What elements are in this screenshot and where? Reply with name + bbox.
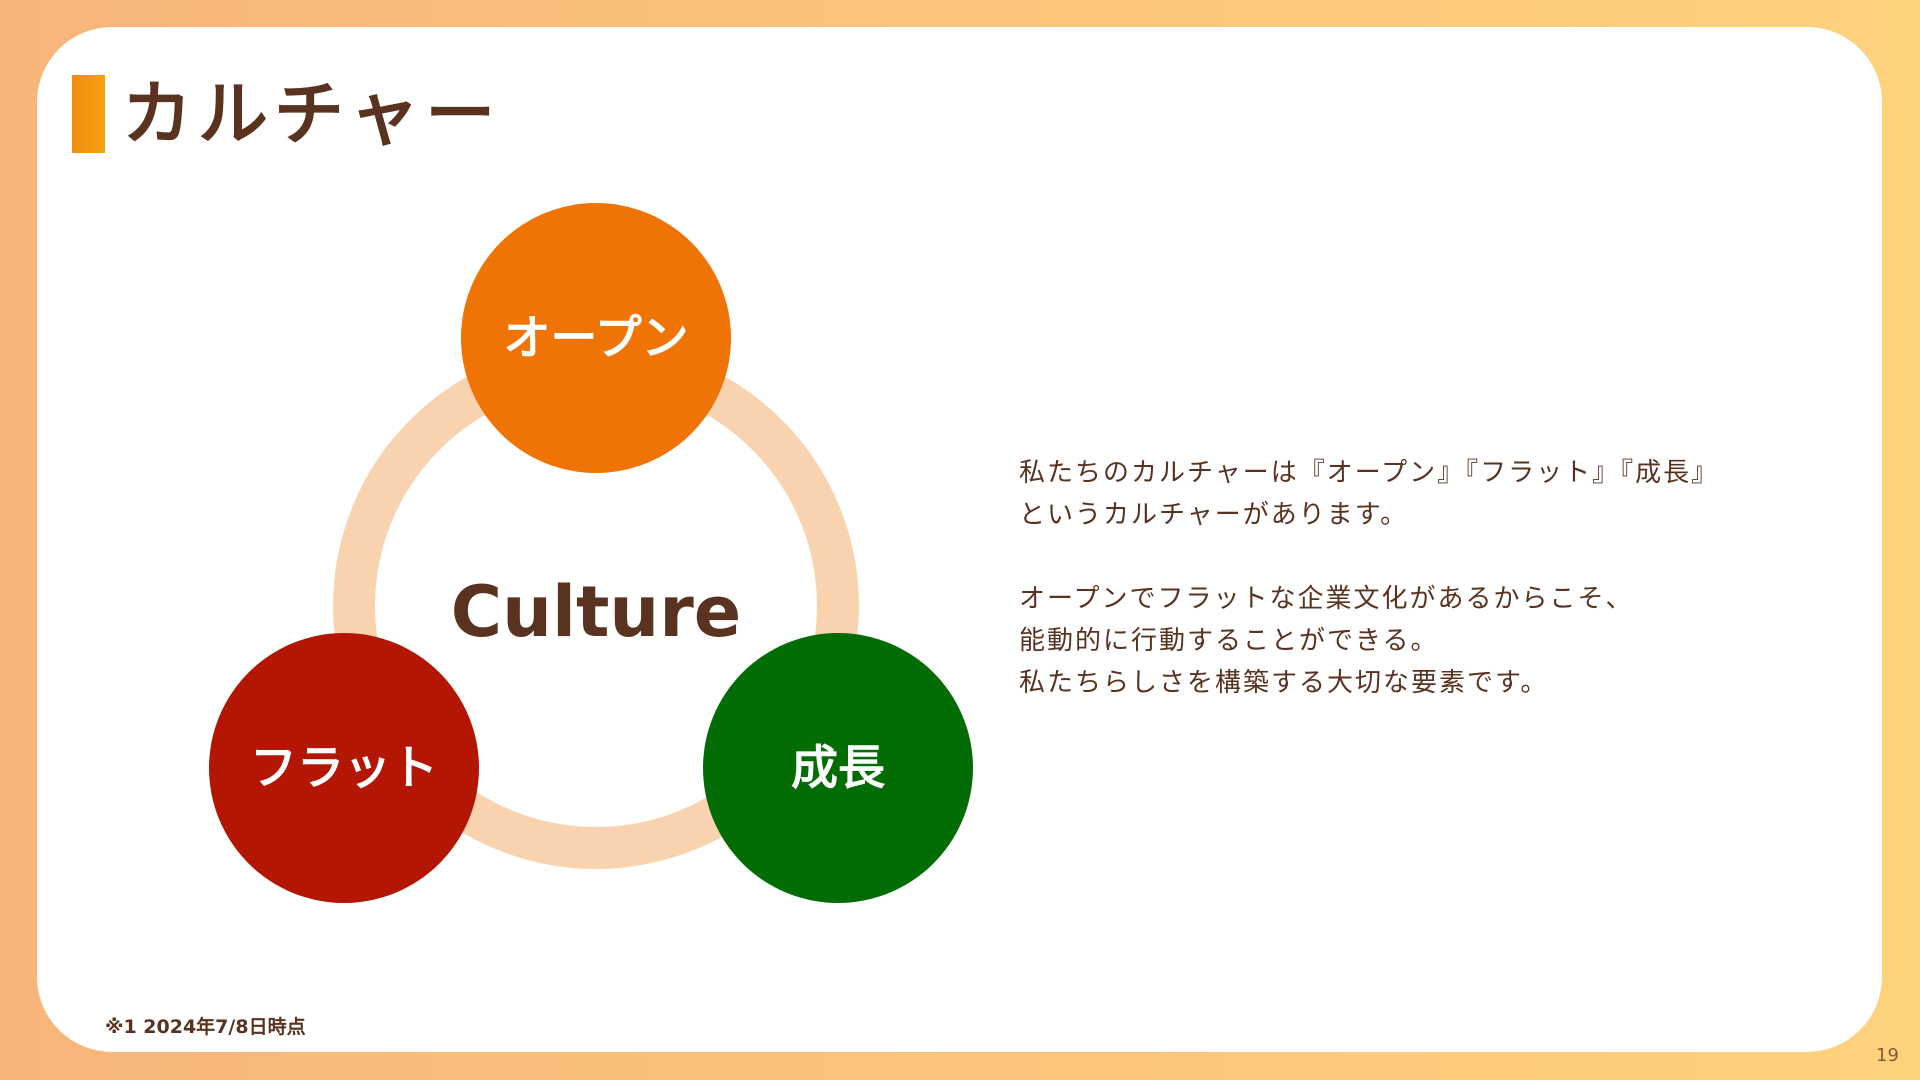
center-label: Culture — [451, 571, 742, 653]
footnote: ※1 2024年7/8日時点 — [105, 1016, 306, 1038]
description-text: 私たちのカルチャーは『オープン』『フラット』『成長』 というカルチャーがあります… — [1019, 452, 1819, 704]
node-open-circle — [461, 203, 731, 473]
node-growth-label: 成長 — [791, 741, 886, 796]
node-growth-circle — [703, 633, 973, 903]
node-open-label: オープン — [503, 311, 688, 366]
node-flat-label: フラット — [250, 741, 438, 796]
page-title: カルチャー — [122, 73, 502, 155]
description-line: オープンでフラットな企業文化があるからこそ、 — [1019, 584, 1634, 614]
node-flat-circle — [209, 633, 479, 903]
description-line: というカルチャーがあります。 — [1019, 500, 1409, 530]
page-number: 19 — [1876, 1045, 1899, 1066]
description-line: 私たちのカルチャーは『オープン』『フラット』『成長』 — [1019, 458, 1720, 488]
description-line: 私たちらしさを構築する大切な要素です。 — [1019, 668, 1549, 698]
title-accent-bar — [72, 75, 105, 153]
description-line: 能動的に行動することができる。 — [1019, 626, 1439, 656]
paragraph-spacer — [1019, 536, 1819, 578]
